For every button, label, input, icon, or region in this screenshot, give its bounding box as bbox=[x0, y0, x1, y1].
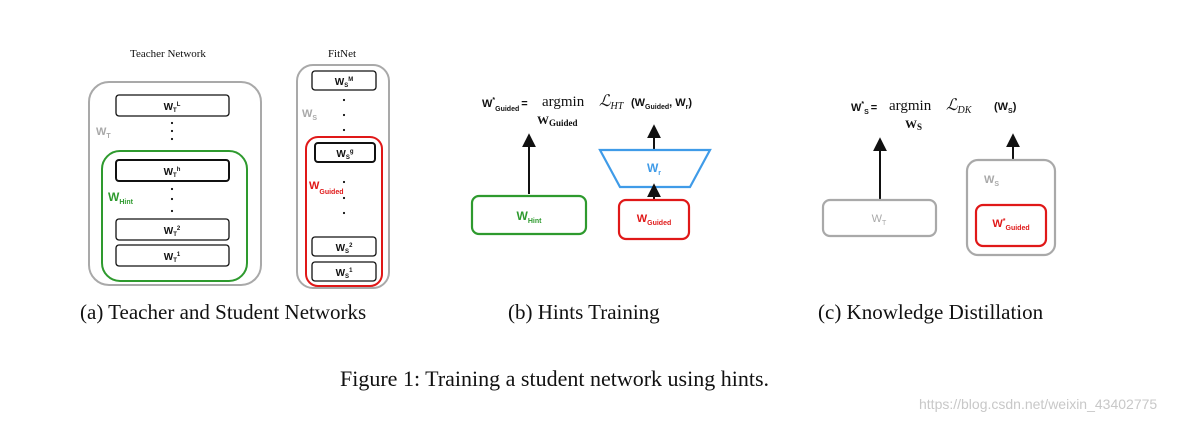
student-kd-box-label: WS bbox=[984, 174, 999, 188]
hint-weights-label: WHint bbox=[108, 190, 134, 206]
student-layer-2-label: WS2 bbox=[336, 243, 353, 255]
student-dots-mid bbox=[342, 180, 346, 215]
panel-b: W*Guided= argmin WGuided ℒHT (WGuided, W… bbox=[470, 93, 712, 241]
guided-kd-box-label: W*Guided bbox=[992, 218, 1029, 232]
teacher-layer-2-label: WT2 bbox=[164, 226, 181, 238]
hint-box-label: WHint bbox=[517, 209, 543, 225]
teacher-layer-L bbox=[115, 94, 230, 117]
figure-caption: Figure 1: Training a student network usi… bbox=[340, 366, 769, 391]
teacher-layer-h-label: WTh bbox=[164, 167, 181, 179]
teacher-layer-1-label: WT1 bbox=[164, 252, 181, 264]
kd-loss-symbol: ℒDK bbox=[946, 97, 973, 116]
fitnet-title: FitNet bbox=[328, 48, 356, 60]
teacher-network-box bbox=[88, 81, 262, 286]
teacher-network-title: Teacher Network bbox=[130, 48, 206, 60]
kd-argmin-subscript: WS bbox=[905, 117, 922, 132]
guided-box-label: WGuided bbox=[637, 213, 672, 227]
guided-weights-label: WGuided bbox=[309, 180, 344, 196]
teacher-layer-2 bbox=[115, 218, 230, 241]
watermark: https://blog.csdn.net/weixin_43402775 bbox=[919, 396, 1158, 412]
panel-c-caption: (c) Knowledge Distillation bbox=[818, 300, 1044, 324]
student-weights-label: WS bbox=[302, 108, 317, 122]
teacher-dots-mid bbox=[170, 187, 174, 213]
kd-objective-equation: W*S= bbox=[851, 101, 877, 116]
teacher-layer-L-label: WTL bbox=[164, 102, 181, 114]
student-layer-1-label: WS1 bbox=[336, 268, 353, 280]
panel-a-caption: (a) Teacher and Student Networks bbox=[80, 300, 367, 324]
teacher-kd-box bbox=[821, 198, 938, 238]
panel-c: W*S= argmin WS ℒDK (WS) WT WS W*Guided bbox=[821, 97, 1057, 257]
panel-b-caption: (b) Hints Training bbox=[508, 300, 660, 324]
teacher-layer-1 bbox=[115, 244, 230, 267]
guided-region-box bbox=[305, 136, 383, 287]
student-layer-2 bbox=[311, 236, 377, 257]
hint-region-box bbox=[101, 150, 248, 282]
student-layer-1 bbox=[311, 261, 377, 282]
regressor-label: Wr bbox=[647, 161, 661, 177]
panel-a: Teacher Network FitNet WT WTL WHint WTh … bbox=[88, 48, 390, 289]
teacher-dots-top bbox=[170, 121, 174, 141]
fitnet-box bbox=[296, 64, 390, 289]
kd-argmin: argmin bbox=[889, 98, 932, 114]
teacher-weights-label: WT bbox=[96, 126, 111, 140]
student-layer-M-label: WSM bbox=[335, 77, 353, 89]
hint-argmin-subscript: WGuided bbox=[537, 113, 578, 128]
hint-loss-symbol: ℒHT bbox=[599, 93, 625, 112]
hint-argmin: argmin bbox=[542, 94, 585, 110]
student-layer-g-label: WSg bbox=[336, 149, 353, 161]
kd-loss-args: (WS) bbox=[994, 101, 1017, 115]
hint-objective-equation: W*Guided= bbox=[482, 97, 528, 113]
student-dots-top bbox=[342, 98, 346, 132]
hint-loss-args: (WGuided, Wr) bbox=[631, 97, 692, 111]
student-layer-M bbox=[311, 70, 377, 91]
teacher-layer-h bbox=[115, 159, 230, 182]
guided-kd-box bbox=[974, 203, 1048, 248]
hint-box bbox=[470, 194, 588, 236]
teacher-kd-box-label: WT bbox=[872, 213, 887, 227]
regressor-trapezoid bbox=[598, 148, 712, 189]
student-layer-g bbox=[314, 142, 376, 163]
guided-box bbox=[617, 198, 691, 241]
